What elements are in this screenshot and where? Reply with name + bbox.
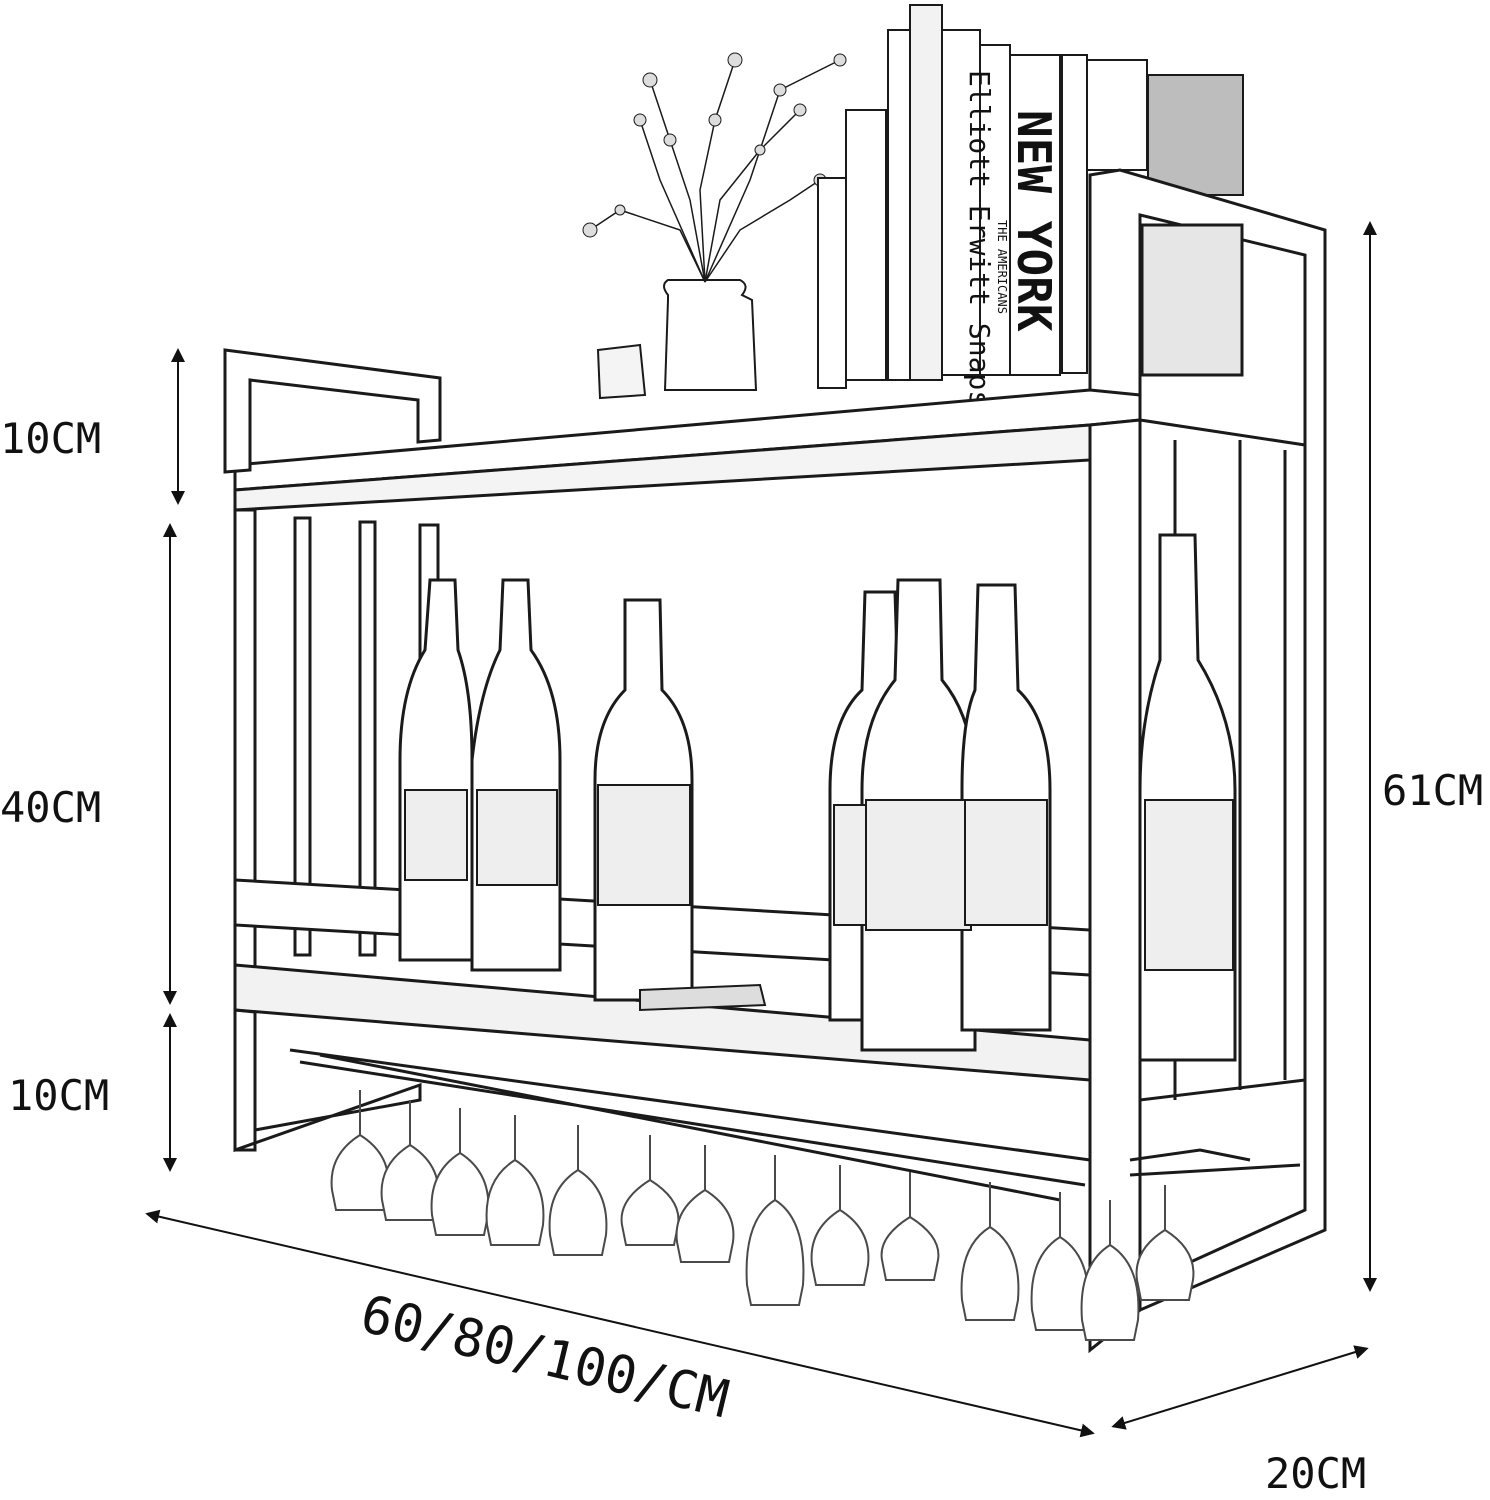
depth-label: 20CM: [1265, 1449, 1366, 1498]
book-author-text: Elliott Erwitt Snaps: [963, 70, 996, 407]
wine-glass: [960, 1182, 1020, 1321]
wine-glass: [1080, 1200, 1140, 1341]
wine-glass: [1030, 1192, 1090, 1331]
book-city-text: NEW YORK: [1007, 110, 1061, 332]
wine-glass: [745, 1155, 805, 1306]
flower-vase: [582, 52, 847, 400]
middle-gap-label: 40CM: [0, 783, 101, 832]
wine-glass: [548, 1125, 608, 1256]
wine-glass: [620, 1135, 680, 1246]
wine-glass: [880, 1172, 940, 1281]
wine-bottles: [398, 533, 1237, 1062]
bottle-1: [398, 578, 474, 962]
top-gap-label: 10CM: [0, 414, 101, 463]
wine-glass: [430, 1108, 490, 1236]
wine-glass: [1135, 1185, 1195, 1301]
book-stack: [817, 4, 1244, 389]
width-arrow: [145, 1209, 1095, 1438]
wine-glass: [380, 1100, 440, 1221]
book-subtitle-text: THE AMERICANS: [995, 220, 1009, 314]
bottom-gap-label: 10CM: [8, 1071, 109, 1120]
bottle-2: [470, 578, 562, 972]
glass-rack: [289, 1048, 1301, 1202]
wine-glass: [675, 1145, 735, 1263]
wine-glasses: [330, 1090, 1195, 1341]
wine-glass: [485, 1115, 545, 1246]
wine-glass: [810, 1165, 870, 1286]
depth-arrow: [1111, 1345, 1369, 1430]
total-height-label: 61CM: [1382, 766, 1483, 815]
dimension-lines: [145, 221, 1377, 1438]
